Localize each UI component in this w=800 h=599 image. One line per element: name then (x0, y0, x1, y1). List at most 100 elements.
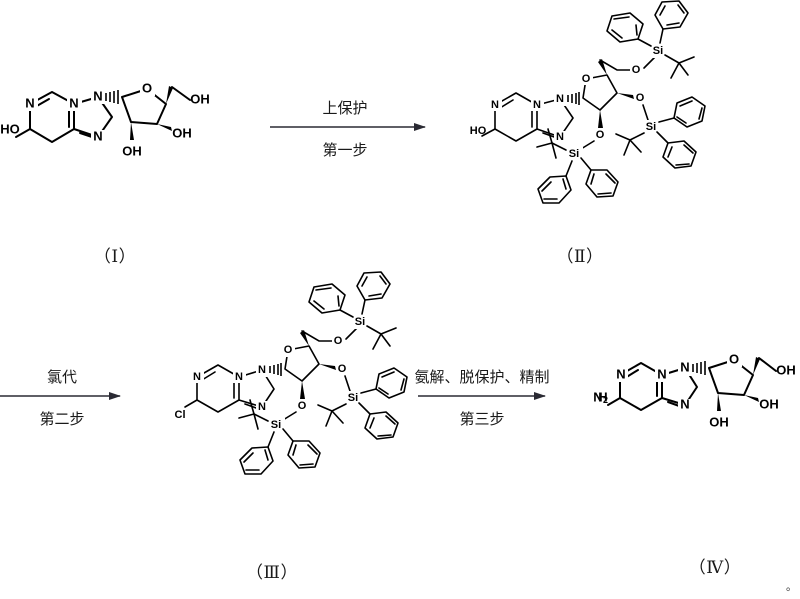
atom-O-2prime: O (596, 129, 605, 141)
bond-Si-tBu (253, 413, 269, 422)
phenyl-double (385, 415, 396, 425)
atom-bg (23, 97, 38, 111)
bond-tBu-Me (678, 62, 689, 76)
phenyl-double (635, 24, 638, 36)
bond-Si-tBu (331, 403, 347, 412)
phenyl-double (369, 417, 375, 429)
atom-Si-3prime: Si (348, 392, 358, 404)
atom-bg (594, 128, 607, 141)
bond-O3-Si (642, 104, 649, 121)
bond-Si-Ph (637, 38, 652, 47)
reaction-arrow-step-2: 氯代 第二步 (0, 369, 121, 428)
atom-N7-label: N (258, 401, 266, 413)
arrow-head (414, 123, 426, 131)
atom-N7-label: N (556, 131, 564, 143)
atom-bg (233, 370, 246, 383)
atom-N9-label: N (680, 359, 689, 374)
phenyl-ring (356, 271, 391, 301)
phenyl-double (679, 100, 693, 107)
atom-O-3prime: O (338, 363, 347, 375)
bond-tBu-Me (380, 327, 397, 335)
atom-O-2prime: O (298, 400, 307, 412)
atom-bg (650, 44, 667, 58)
atom-OH-3prime: OH (172, 125, 192, 140)
bond-Si-Ph2 (580, 157, 592, 171)
atom-HO-label: HO (470, 125, 487, 137)
phenyl-double (677, 4, 685, 14)
atom-bg (554, 131, 567, 144)
phenyl-double (675, 163, 690, 166)
phenyl-double (667, 146, 673, 158)
compound-I: N N N N HO O OH OH OH （Ⅰ） (0, 80, 210, 266)
double-bond-inner (499, 99, 514, 109)
purine-five-ring (238, 369, 275, 408)
glycosidic-hash-bond (105, 90, 119, 104)
bond-O5-Si (643, 56, 656, 69)
phenyl-ring (662, 140, 697, 169)
bond-tBu-Me (551, 142, 557, 159)
bond-C6-O (15, 128, 31, 138)
wedge-C5 (753, 357, 760, 375)
phenyl-ring (287, 440, 321, 469)
arrow-head (109, 392, 121, 400)
atom-amine-subscript: 2 (603, 395, 608, 405)
trailing-period: 。 (786, 581, 797, 593)
atom-bg (256, 364, 269, 377)
wedge-C5 (166, 86, 173, 104)
phenyl-ring (606, 12, 644, 43)
phenyl-double (605, 173, 616, 184)
atom-N9-label: N (556, 93, 564, 105)
phenyl-double (597, 192, 612, 195)
atom-N3-label: N (235, 371, 243, 383)
bond-Si-tBu (551, 142, 567, 151)
wedge-C2-O (598, 110, 603, 128)
bond-tBu-Me (238, 413, 255, 419)
bond-Si-Ph (267, 431, 275, 448)
phenyl-double (676, 116, 687, 124)
bond-tBu-Me (547, 128, 553, 144)
bond-O2-Si (282, 411, 297, 421)
atom-N9-label: N (258, 364, 266, 376)
bond-tBu-Me (372, 333, 382, 350)
phenyl-double (361, 276, 368, 287)
atom-ring-O-label: O (582, 73, 591, 85)
atom-bg (352, 315, 369, 329)
atom-bg (336, 362, 349, 375)
phenyl-double (243, 452, 254, 463)
wedge-C3-O (157, 124, 172, 131)
bond-O5-Si (345, 327, 358, 340)
atom-N1-label: N (616, 366, 625, 381)
bond-C5-O5 (171, 86, 191, 101)
bond-Si-Ph2 (659, 28, 664, 44)
bond-Si-Ph2 (282, 428, 294, 442)
phenyl-double (337, 295, 340, 307)
bond-tBu-Me (629, 139, 642, 153)
atom-OH-3prime: OH (759, 396, 779, 411)
purine-five-ring (661, 367, 698, 406)
atom-bg (566, 147, 583, 161)
compound-label-IV: （Ⅳ） (689, 558, 741, 577)
phenyl-double (378, 387, 389, 395)
reaction-arrow-step-3: 氨解、脱保护、精制 第三步 (414, 369, 549, 428)
atom-bg (554, 93, 567, 106)
atom-bg (345, 391, 362, 405)
phenyl-double (264, 449, 269, 461)
phenyl-double (400, 378, 405, 391)
bond-C5-O5 (301, 330, 337, 342)
atom-Cl-label: Cl (175, 409, 186, 421)
wedge-C3-O (744, 395, 759, 402)
atom-N3-label: N (533, 99, 541, 111)
phenyl-ring (375, 367, 408, 399)
atom-Si-3prime: Si (646, 121, 656, 133)
atom-bg (678, 362, 692, 376)
phenyl-double (613, 16, 630, 20)
atom-OH-2prime: OH (709, 414, 729, 429)
compound-III: N N N N Cl O O Si (175, 271, 408, 582)
bond-Si-Ph (658, 117, 675, 123)
bond-C6-O (481, 128, 496, 137)
phenyl-double (379, 275, 387, 285)
phenyl-double (292, 444, 297, 456)
glycosidic-hash-bond (269, 363, 282, 376)
bond-tBu-Me (670, 62, 680, 79)
